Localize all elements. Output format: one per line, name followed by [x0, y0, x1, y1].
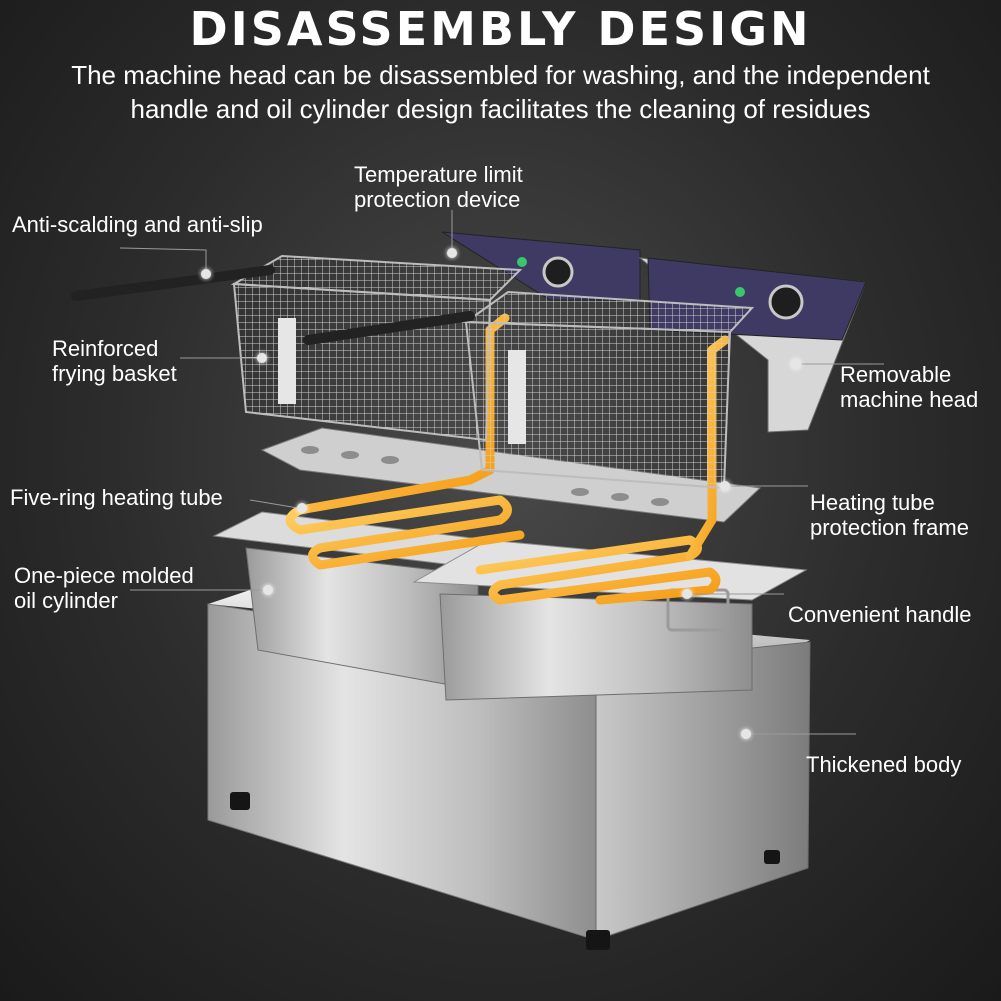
temperature-limit-label: Temperature limit protection device: [354, 162, 523, 212]
heating-tube-label: Five-ring heating tube: [10, 485, 223, 510]
oil-cylinder-dot: [263, 585, 273, 595]
protection-frame: [260, 427, 762, 523]
frying-basket-label: Reinforced frying basket: [52, 336, 177, 386]
machine-head-dot: [791, 359, 801, 369]
protection-frame-label: Heating tube protection frame: [810, 490, 969, 540]
leader-lines: [119, 210, 884, 735]
anti-scalding-label: Anti-scalding and anti-slip: [12, 212, 263, 237]
thickened-body-dot: [741, 729, 751, 739]
protection-frame-dot: [720, 481, 730, 491]
machine-head-label: Removable machine head: [840, 362, 979, 412]
convenient-handle-label: Convenient handle: [788, 602, 972, 627]
anti-scalding-dot: [201, 269, 211, 279]
temperature-limit-dot: [447, 248, 457, 258]
page-subtitle: The machine head can be disassembled for…: [0, 58, 1001, 126]
control-heads: [441, 231, 867, 433]
thickened-body-label: Thickened body: [806, 752, 962, 777]
heating-tube-dot: [297, 503, 307, 513]
page-title: DISASSEMBLY DESIGN: [189, 2, 812, 56]
frying-baskets: [71, 254, 755, 490]
subtitle-line-2: handle and oil cylinder design facilitat…: [130, 94, 871, 124]
convenient-handle-dot: [682, 589, 692, 599]
frying-basket-dot: [257, 353, 267, 363]
subtitle-line-1: The machine head can be disassembled for…: [71, 60, 930, 90]
oil-cylinder-label: One-piece molded oil cylinder: [14, 563, 194, 613]
